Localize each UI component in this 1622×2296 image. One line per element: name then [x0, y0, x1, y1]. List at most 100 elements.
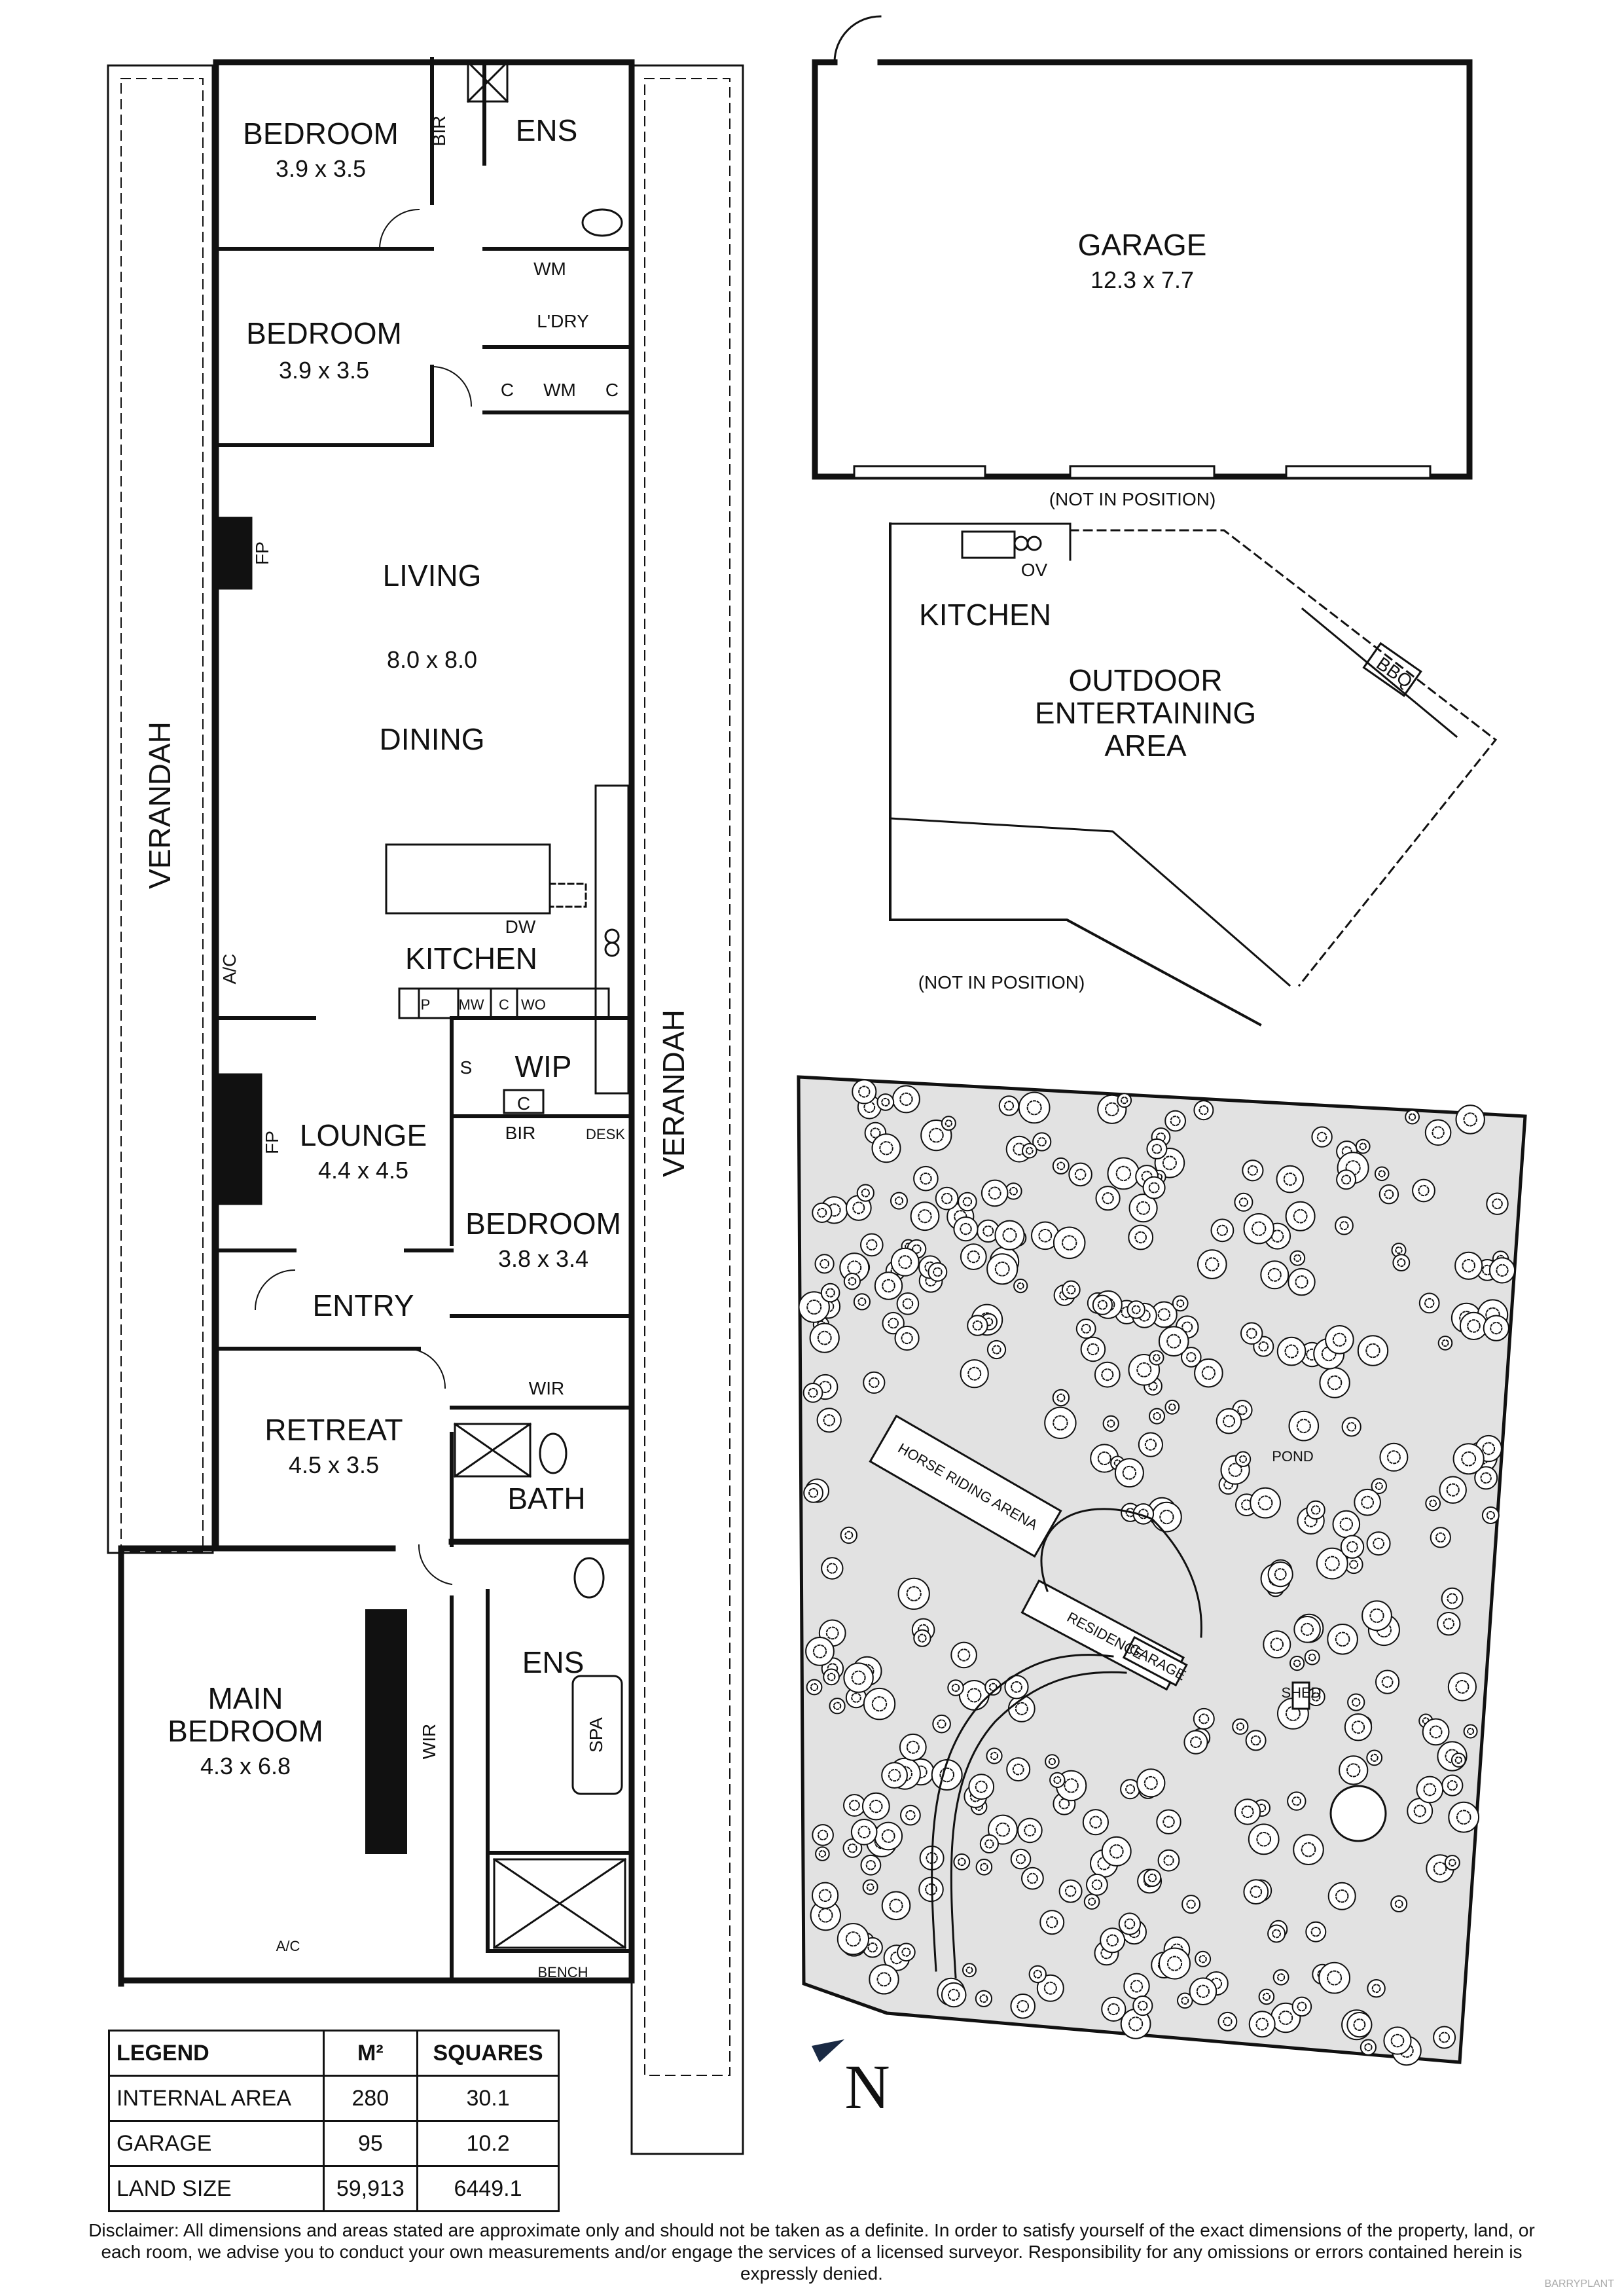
- tree-icon: [823, 1668, 840, 1686]
- tree-icon-detail: [1064, 1885, 1077, 1897]
- tree-icon: [979, 1834, 1000, 1853]
- tree-icon: [1459, 1311, 1488, 1341]
- tree-icon: [968, 1774, 995, 1800]
- tree-icon-detail: [1352, 1698, 1361, 1707]
- tree-icon-detail: [881, 1097, 890, 1107]
- tree-icon: [981, 1179, 1009, 1207]
- tree-icon-detail: [823, 1414, 835, 1427]
- tree-icon: [950, 1641, 977, 1669]
- tree-icon-detail: [827, 1563, 838, 1574]
- tree-icon-detail: [817, 1330, 832, 1345]
- tree-icon: [1197, 1249, 1227, 1279]
- tree-icon-detail: [810, 1683, 819, 1692]
- tree-icon: [1272, 1969, 1289, 1986]
- tree-icon: [803, 1483, 823, 1503]
- fp1-label: FP: [252, 541, 272, 565]
- tree-icon: [1344, 1713, 1373, 1741]
- tree-icon: [812, 1824, 834, 1846]
- tree-icon-detail: [1237, 1405, 1248, 1415]
- tree-icon: [1053, 1226, 1086, 1260]
- tree-icon-detail: [1316, 1131, 1327, 1142]
- tree-icon-detail: [1062, 1235, 1077, 1251]
- tree-icon: [1210, 1218, 1235, 1243]
- tree-icon-detail: [1278, 2011, 1293, 2025]
- tree-icon: [1347, 1693, 1365, 1711]
- tree-icon-detail: [1480, 1472, 1492, 1484]
- wardrobe: [365, 1609, 407, 1854]
- tree-icon: [1177, 1992, 1193, 2009]
- tree-icon-detail: [1448, 1859, 1456, 1867]
- tree-icon-detail: [1046, 1916, 1058, 1929]
- tree-icon: [1086, 1873, 1108, 1896]
- tree-icon: [1332, 1510, 1361, 1539]
- tree-icon: [1049, 1772, 1066, 1789]
- tree-icon-detail: [1346, 1541, 1358, 1553]
- tree-icon: [960, 1359, 989, 1389]
- living-dim: 8.0 x 8.0: [387, 646, 477, 673]
- tree-icon-detail: [1105, 1102, 1119, 1117]
- shed-label: SHED: [1281, 1685, 1321, 1701]
- tree-icon-detail: [1201, 1366, 1216, 1380]
- bedroom3-dim: 3.8 x 3.4: [498, 1245, 588, 1272]
- tree-icon-detail: [869, 1799, 883, 1813]
- tree-icon-detail: [990, 1751, 999, 1760]
- tree-icon-detail: [1058, 1798, 1070, 1810]
- tree-icon: [1044, 1406, 1077, 1440]
- tree-icon: [935, 1186, 959, 1211]
- tree-icon-detail: [1026, 1100, 1042, 1116]
- tree-icon: [816, 1408, 842, 1433]
- tree-icon-detail: [827, 1203, 841, 1217]
- tree-icon-detail: [988, 1186, 1001, 1200]
- tree-icon: [1100, 1927, 1126, 1954]
- tree-icon-detail: [817, 1207, 827, 1218]
- tree-icon-detail: [1361, 1495, 1375, 1509]
- not-in-position-top: (NOT IN POSITION): [1049, 489, 1216, 509]
- verandah-right-label: VERANDAH: [657, 1010, 691, 1177]
- tree-icon: [897, 1942, 916, 1962]
- tree-icon-detail: [1186, 1899, 1196, 1909]
- tree-icon-detail: [1373, 1537, 1385, 1550]
- tree-icon: [856, 1184, 874, 1202]
- tree-icon-detail: [1236, 1722, 1245, 1731]
- tree-icon-detail: [1395, 1246, 1403, 1254]
- tree-icon-detail: [1461, 1451, 1477, 1467]
- tree-icon-detail: [1308, 1653, 1316, 1662]
- main-bedroom-name1: MAIN: [208, 1681, 283, 1715]
- watermark: BARRYPLANT: [1544, 2278, 1614, 2289]
- tree-icon-detail: [1384, 1189, 1394, 1199]
- wir1-label: WIR: [529, 1378, 564, 1398]
- tree-icon-detail: [1258, 1341, 1269, 1352]
- tree-icon-detail: [1131, 1305, 1141, 1315]
- tree-icon: [1243, 1213, 1274, 1245]
- tree-icon-detail: [1056, 1161, 1066, 1171]
- legend-cell: INTERNAL AREA: [108, 2075, 325, 2122]
- tree-icon-detail: [1003, 1101, 1015, 1111]
- tree-icon: [1083, 1893, 1100, 1910]
- tree-icon: [1289, 1656, 1305, 1671]
- tree-icon-detail: [1370, 1753, 1379, 1762]
- retreat-name: RETREAT: [264, 1413, 403, 1447]
- tree-icon-detail: [1162, 1815, 1175, 1828]
- tree-icon-detail: [1310, 1927, 1322, 1937]
- tree-icon: [1117, 1093, 1132, 1108]
- tree-icon-detail: [975, 1780, 988, 1793]
- tree-icon-detail: [1097, 1451, 1111, 1465]
- legend-cell: 280: [322, 2075, 419, 2122]
- tree-icon-detail: [848, 1843, 857, 1853]
- tree-icon-detail: [1439, 2032, 1451, 2043]
- tree-icon-detail: [1153, 1412, 1161, 1421]
- tree-icon: [1189, 1977, 1217, 2005]
- pond-label: POND: [1272, 1448, 1314, 1465]
- tree-icon: [1132, 1995, 1153, 2016]
- outdoor-area-line2: ENTERTAINING: [1035, 696, 1256, 730]
- legend-cell: 95: [322, 2120, 419, 2167]
- tree-icon: [1036, 1974, 1064, 2002]
- tree-icon: [958, 1680, 990, 1711]
- legend-cell: 30.1: [416, 2075, 560, 2122]
- kitchen-bench: [385, 784, 630, 1114]
- tree-icon: [1149, 1350, 1164, 1366]
- tree-icon-detail: [1017, 1282, 1024, 1290]
- tree-icon-detail: [939, 1767, 954, 1783]
- tree-icon-detail: [941, 1193, 953, 1205]
- tree-icon: [1267, 1561, 1293, 1588]
